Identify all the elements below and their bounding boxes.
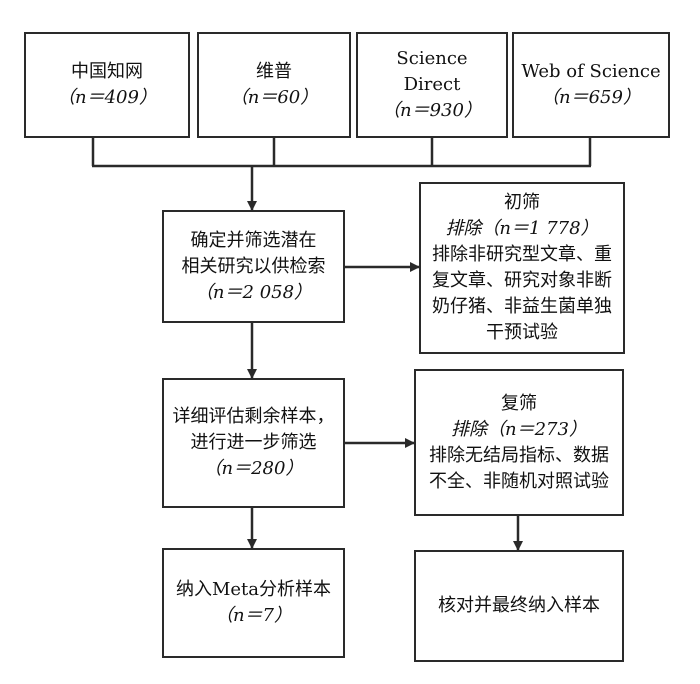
source-wos-name: Web of Science (521, 61, 661, 82)
step1-line2: 相关研究以供检索 (181, 255, 326, 277)
screen1-line5: 奶仔猪、非益生菌单独 (432, 296, 612, 317)
step3-box: 纳入Meta分析样本 （n＝7） (162, 548, 345, 658)
screen1-count: 排除（n＝1 778） (445, 218, 599, 239)
source-sciencedirect-name-line2: Direct (403, 74, 461, 95)
source-cnki: 中国知网 （n＝409） (24, 32, 190, 138)
step1-line1: 确定并筛选潜在 (190, 229, 317, 251)
final-label: 核对并最终纳入样本 (438, 595, 600, 616)
screen2-line4: 不全、非随机对照试验 (429, 470, 609, 492)
step3-line1: 纳入Meta分析样本 (175, 579, 332, 600)
source-wos: Web of Science （n＝659） (512, 32, 670, 138)
source-vip: 维普 （n＝60） (197, 32, 351, 138)
step2-box: 详细评估剩余样本， 进行进一步筛选 （n＝280） (162, 378, 345, 508)
source-vip-name: 维普 (256, 61, 292, 82)
step2-count: （n＝280） (203, 458, 304, 479)
step2-line2: 进行进一步筛选 (190, 432, 317, 453)
screen1-title: 初筛 (504, 192, 540, 213)
screen2-count: 排除（n＝273） (451, 418, 587, 440)
screen1-box: 初筛 排除（n＝1 778） 排除非研究型文章、重 复文章、研究对象非断 奶仔猪… (419, 182, 625, 354)
screen2-line3: 排除无结局指标、数据 (429, 444, 609, 466)
source-vip-count: （n＝60） (229, 87, 319, 108)
source-wos-count: （n＝659） (541, 87, 641, 108)
final-box: 核对并最终纳入样本 (414, 550, 624, 662)
source-sciencedirect-name-line1: Science (396, 48, 468, 69)
step3-count: （n＝7） (214, 605, 293, 626)
source-sciencedirect-count: （n＝930） (382, 100, 482, 121)
screen1-line6: 干预试验 (486, 322, 558, 343)
step2-line1: 详细评估剩余样本， (172, 406, 335, 427)
step1-box: 确定并筛选潜在 相关研究以供检索 （n＝2 058） (162, 210, 345, 323)
step1-count: （n＝2 058） (194, 281, 313, 303)
screen2-box: 复筛 排除（n＝273） 排除无结局指标、数据 不全、非随机对照试验 (414, 369, 624, 516)
source-sciencedirect: Science Direct （n＝930） (356, 32, 508, 138)
screen1-line4: 复文章、研究对象非断 (432, 270, 612, 291)
screen2-title: 复筛 (501, 392, 537, 414)
source-cnki-name: 中国知网 (71, 61, 143, 82)
source-cnki-count: （n＝409） (57, 87, 157, 108)
screen1-line3: 排除非研究型文章、重 (432, 244, 612, 265)
